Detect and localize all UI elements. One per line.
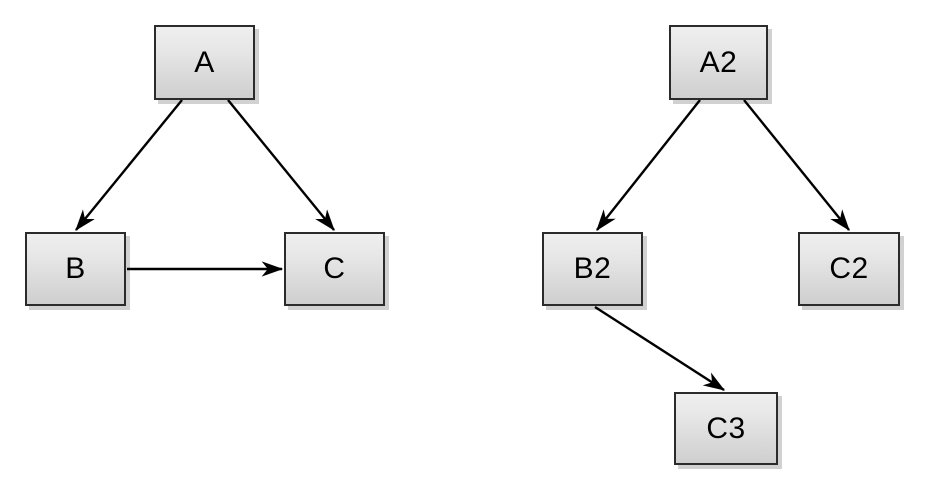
node-label-c3: C3 — [706, 411, 746, 445]
node-label-b2: B2 — [573, 252, 612, 285]
node-a[interactable]: A — [154, 25, 255, 100]
node-b2[interactable]: B2 — [542, 232, 643, 306]
node-c2[interactable]: C2 — [798, 232, 900, 306]
node-label-c: C — [323, 252, 346, 285]
node-a2[interactable]: A2 — [669, 25, 768, 100]
node-label-a2: A2 — [699, 45, 738, 79]
node-b[interactable]: B — [25, 232, 126, 306]
node-c3[interactable]: C3 — [674, 392, 778, 465]
node-label-b: B — [65, 252, 86, 285]
edge-a-b — [75, 99, 183, 231]
edge-b2-c3 — [594, 305, 726, 392]
edge-a2-c2 — [743, 99, 850, 231]
node-c[interactable]: C — [284, 232, 385, 306]
node-label-a: A — [194, 45, 215, 79]
node-label-c2: C2 — [829, 252, 869, 285]
edge-a2-b2 — [596, 99, 701, 231]
edge-a-c — [227, 99, 335, 231]
